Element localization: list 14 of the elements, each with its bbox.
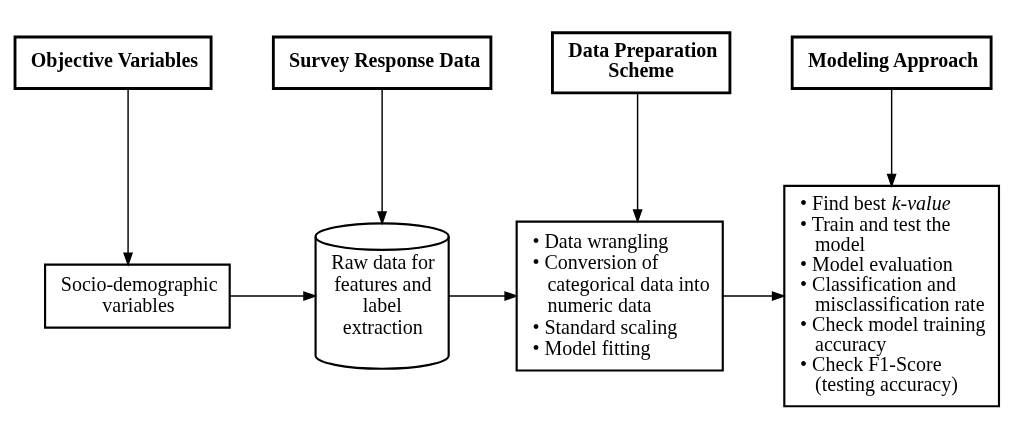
- arrow: [722, 290, 787, 301]
- node-box: Data Preparation Scheme: [551, 30, 732, 94]
- arrow: [123, 87, 134, 267]
- node-box: • Data wrangling • Conversion of categorical data into numeric data • Standard scaling • Model fitting: [515, 220, 724, 372]
- node-box: • Find best k-value • Train and test the model • Model evaluation • Classification and misclassification rate • Check model training accuracy • Check F1-Score (testing accuracy): [783, 184, 1001, 407]
- node-box: Objective Variables: [13, 35, 213, 90]
- node-box: Survey Response Data: [271, 35, 493, 90]
- arrow: [448, 290, 519, 301]
- node-box: Socio-demographic variables: [44, 263, 231, 329]
- arrow: [229, 290, 318, 301]
- arrow: [377, 87, 388, 225]
- arrow: [632, 92, 643, 224]
- node-box: Modeling Approach: [790, 35, 993, 90]
- arrow: [886, 87, 897, 188]
